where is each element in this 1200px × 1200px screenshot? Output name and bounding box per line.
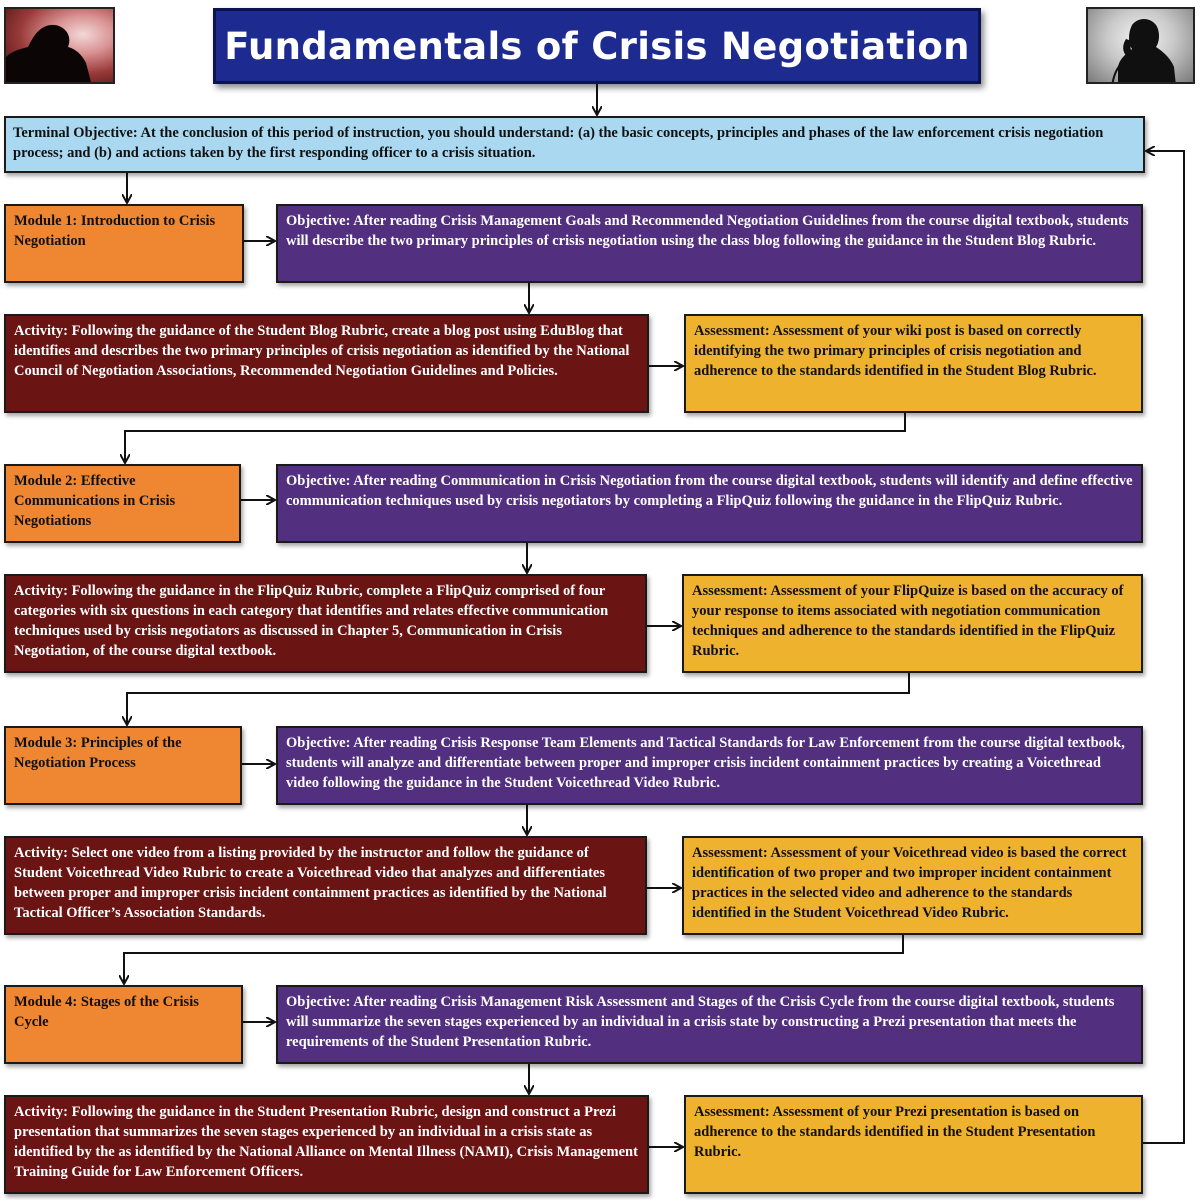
page-title: Fundamentals of Crisis Negotiation: [213, 8, 981, 84]
module-4-activity: Activity: Following the guidance in the …: [4, 1095, 649, 1194]
distressed-person-icon: [4, 7, 115, 84]
module-3-activity: Activity: Select one video from a listin…: [4, 836, 647, 935]
module-1-assessment: Assessment: Assessment of your wiki post…: [684, 314, 1143, 413]
module-3-assessment: Assessment: Assessment of your Voicethre…: [682, 836, 1143, 935]
arrow-assessment-1-to-module-2: [125, 413, 906, 462]
arrow-assessment-2-to-module-3: [127, 673, 910, 724]
module-3-box: Module 3: Principles of the Negotiation …: [4, 726, 242, 805]
module-3-objective: Objective: After reading Crisis Response…: [276, 726, 1143, 805]
module-2-objective: Objective: After reading Communication i…: [276, 464, 1143, 543]
page-title-text: Fundamentals of Crisis Negotiation: [224, 24, 970, 68]
module-2-activity: Activity: Following the guidance in the …: [4, 574, 647, 673]
module-4-objective: Objective: After reading Crisis Manageme…: [276, 985, 1143, 1064]
terminal-objective: Terminal Objective: At the conclusion of…: [4, 116, 1145, 173]
module-2-assessment: Assessment: Assessment of your FlipQuize…: [682, 574, 1143, 673]
arrow-assessment-3-to-module-4: [124, 935, 904, 983]
arrow-loop-back-to-terminal: [1143, 151, 1185, 1144]
phone-negotiator-icon: [1086, 7, 1195, 84]
module-4-box: Module 4: Stages of the Crisis Cycle: [4, 985, 243, 1064]
module-4-assessment: Assessment: Assessment of your Prezi pre…: [684, 1095, 1143, 1194]
module-1-box: Module 1: Introduction to Crisis Negotia…: [4, 204, 244, 283]
module-1-objective: Objective: After reading Crisis Manageme…: [276, 204, 1143, 283]
module-2-box: Module 2: Effective Communications in Cr…: [4, 464, 241, 543]
module-1-activity: Activity: Following the guidance of the …: [4, 314, 649, 413]
